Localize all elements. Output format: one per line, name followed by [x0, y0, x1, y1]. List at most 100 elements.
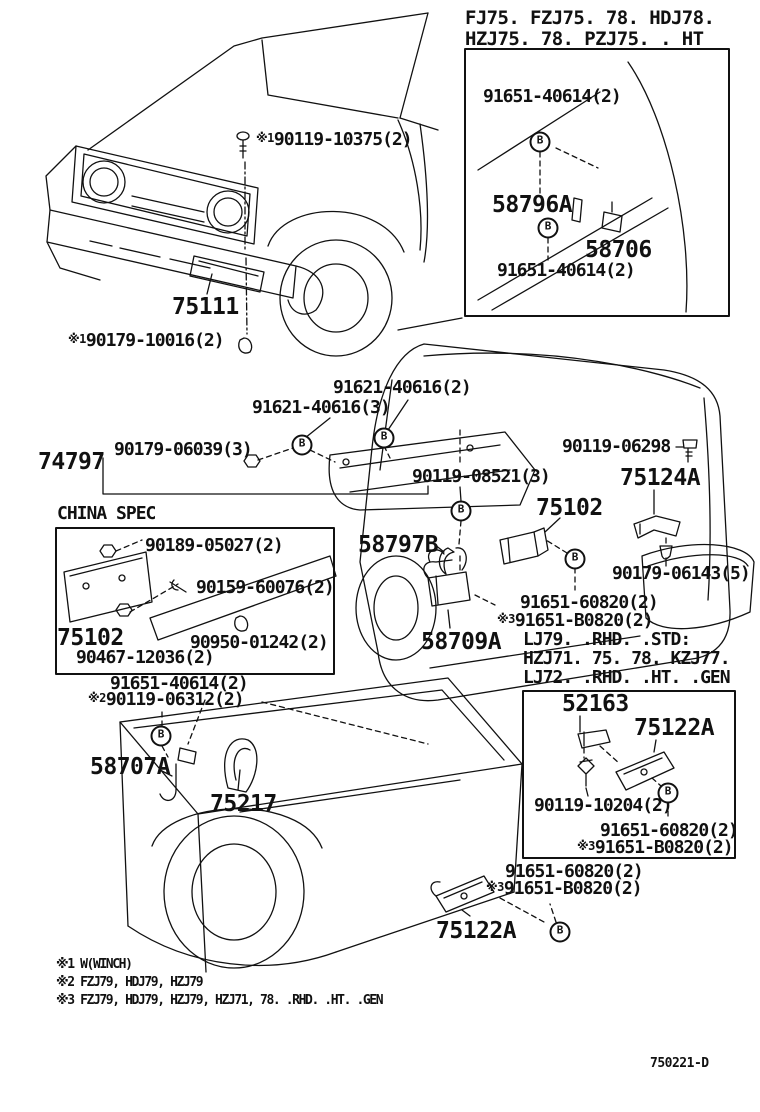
- fastener-marker-B: B: [291, 434, 313, 456]
- part-label-91621-40616-3-: 91621-40616(3): [252, 397, 391, 418]
- front-vehicle-illustration: [45, 12, 439, 357]
- footnote-legend: ※1 W(WINCH)※2 FZJ79, HDJ79, HZJ79※3 FZJ7…: [56, 956, 384, 1010]
- part-label-90119-06312-2-: ※290119-06312(2): [88, 690, 245, 710]
- part-label-90179-06143-5-: 90179-06143(5): [612, 563, 751, 584]
- fastener-marker-B: B: [549, 921, 571, 943]
- document-code: 750221-D: [650, 1056, 709, 1071]
- part-label-75217: 75217: [210, 792, 277, 816]
- part-label-91651-60820-2-: 91651-60820(2): [505, 861, 644, 882]
- applicability-line: LJ79. .RHD. .STD:: [523, 629, 691, 650]
- part-label-75122A: 75122A: [436, 918, 517, 944]
- part-label-91651-40614-2-: 91651-40614(2): [110, 673, 249, 694]
- rear-pillar-illustration: [397, 61, 688, 331]
- part-label-52163: 52163: [562, 692, 629, 716]
- part-number-text: 90189-05027(2): [145, 535, 284, 556]
- part-label-90467-12036-2-: 90467-12036(2): [76, 647, 215, 668]
- part-number-text: 75102: [536, 495, 603, 521]
- china-spec-illustration: [63, 539, 337, 641]
- box-52163-illustration: [577, 715, 675, 821]
- part-number-text: 91651-B0820(2): [514, 610, 654, 631]
- part-number-text: 74797: [38, 449, 105, 475]
- legend-item: ※1 W(WINCH): [56, 957, 133, 972]
- part-number-text: 90119-06298: [562, 436, 671, 457]
- part-number-text: 58797B: [358, 532, 439, 558]
- leader-lines: [102, 131, 684, 791]
- model-applicability-header: FJ75. FZJ75. 78. HDJ78. HZJ75. 78. PZJ75…: [465, 8, 715, 50]
- part-number-text: 91651-60820(2): [505, 861, 644, 882]
- part-label-58796A: 58796A: [492, 192, 573, 218]
- part-number-text: 91651-40614(2): [483, 86, 622, 107]
- part-number-text: 75111: [172, 294, 239, 320]
- part-label-90179-06039-3-: 90179-06039(3): [114, 439, 253, 460]
- part-number-text: 90119-08521(3): [412, 466, 551, 487]
- part-number-text: 91621-40616(3): [252, 397, 391, 418]
- applicability-line: HZJ71. 75. 78. KZJ77.: [523, 648, 731, 669]
- part-label-75111: 75111: [172, 295, 239, 319]
- fastener-marker-B: B: [150, 725, 172, 747]
- part-number-text: 90119-10204(2): [534, 795, 673, 816]
- part-label-90159-60076-2-: 90159-60076(2): [196, 577, 335, 598]
- legend-item: ※3 FZJ79, HDJ79, HZJ79, HZJ71, 78. .RHD.…: [56, 993, 384, 1008]
- applicability-note: LJ79. .RHD. .STD:HZJ71. 75. 78. KZJ77.LJ…: [523, 629, 731, 688]
- detail-box-52163: [522, 690, 736, 859]
- fastener-marker-B: B: [529, 131, 551, 153]
- part-label-90119-06298: 90119-06298: [562, 436, 671, 457]
- part-label-91651-B0820-2-: ※391651-B0820(2): [486, 878, 643, 899]
- footnote-ref-mark: ※1: [68, 332, 86, 346]
- pickup-bed-illustration: [119, 677, 523, 973]
- part-number-text: 91651-B0820(2): [503, 878, 643, 899]
- part-label-91651-60820-2-: 91651-60820(2): [520, 592, 659, 613]
- footnote-ref-mark: ※1: [256, 131, 274, 145]
- part-label-91651-40614-2-: 91651-40614(2): [497, 261, 636, 281]
- applicability-line: LJ72. .RHD. .HT. .GEN: [523, 667, 731, 688]
- part-label-90179-10016-2-: ※190179-10016(2): [68, 330, 225, 351]
- part-number-text: 90179-10016(2): [85, 330, 225, 351]
- part-number-text: 75124A: [620, 465, 701, 491]
- footnote-ref-mark: ※3: [497, 612, 515, 626]
- part-label-91651-60820-2-: 91651-60820(2): [600, 821, 739, 841]
- footnote-ref-mark: ※3: [486, 880, 504, 894]
- part-label-90189-05027-2-: 90189-05027(2): [145, 535, 284, 556]
- part-number-text: 58706: [585, 237, 652, 263]
- part-number-text: 90467-12036(2): [76, 647, 215, 668]
- part-number-text: 75122A: [436, 918, 517, 944]
- part-number-text: 90179-06143(5): [612, 563, 751, 584]
- fastener-marker-B: B: [564, 548, 586, 570]
- footnote-ref-mark: ※2: [88, 691, 106, 705]
- mid-parts-illustration: [328, 431, 698, 607]
- fastener-marker-B: B: [373, 427, 395, 449]
- part-label-74797: 74797: [38, 450, 105, 474]
- bottom-75122A-illustration: [430, 875, 557, 923]
- part-label-91651-40614-2-: 91651-40614(2): [483, 86, 622, 107]
- part-label-75102: 75102: [536, 496, 603, 520]
- part-label-58707A: 58707A: [90, 754, 171, 780]
- part-label-58797B: 58797B: [358, 532, 439, 558]
- footnote-ref-mark: ※3: [577, 839, 595, 853]
- part-number-text: 75122A: [634, 715, 715, 741]
- rear-panel-illustration: [355, 343, 755, 702]
- part-label-75122A: 75122A: [634, 715, 715, 741]
- part-number-text: 91651-60820(2): [520, 592, 659, 613]
- part-number-text: 90119-10375(2): [273, 129, 413, 150]
- part-number-text: 75102: [57, 625, 124, 651]
- fastener-marker-B: B: [450, 500, 472, 522]
- part-number-text: 91651-40614(2): [110, 673, 249, 694]
- header-line-2: HZJ75. 78. PZJ75. . HT: [465, 28, 704, 50]
- part-label-90119-08521-3-: 90119-08521(3): [412, 466, 551, 487]
- fastener-marker-B: B: [537, 217, 559, 239]
- part-number-text: 90179-06039(3): [114, 439, 253, 460]
- part-number-text: 90950-01242(2): [190, 632, 329, 653]
- part-label-58709A: 58709A: [421, 630, 502, 654]
- part-label-91621-40616-2-: 91621-40616(2): [333, 377, 472, 398]
- part-number-text: 58796A: [492, 192, 573, 218]
- part-label-90119-10375-2-: ※190119-10375(2): [256, 129, 413, 150]
- part-label-75124A: 75124A: [620, 465, 701, 491]
- part-number-text: 58707A: [90, 754, 171, 780]
- part-number-text: 91621-40616(2): [333, 377, 472, 398]
- part-number-text: 75217: [210, 791, 277, 817]
- part-number-text: 90159-60076(2): [196, 577, 335, 598]
- fastener-marker-B: B: [657, 782, 679, 804]
